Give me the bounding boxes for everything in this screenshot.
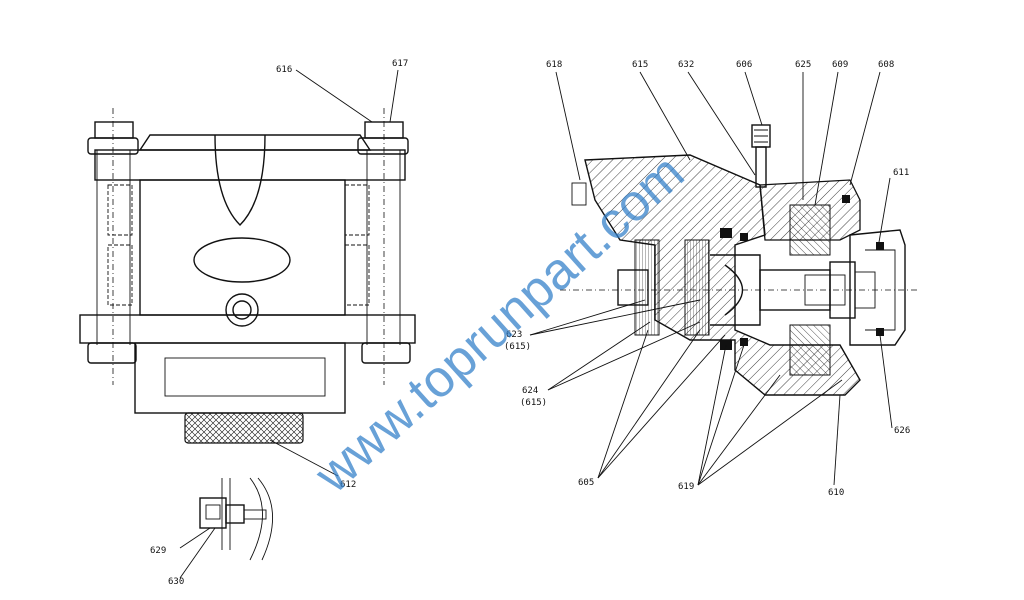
front-view	[79, 108, 416, 444]
label-624-sub: (615)	[520, 398, 547, 408]
label-605: 605	[578, 478, 594, 488]
label-617: 617	[392, 59, 408, 69]
label-630: 630	[168, 577, 184, 587]
label-609: 609	[832, 60, 848, 70]
section-view	[560, 124, 920, 396]
label-615: 615	[632, 60, 648, 70]
leader-lines	[179, 69, 893, 579]
label-606: 606	[736, 60, 752, 70]
label-623-sub: (615)	[504, 342, 531, 352]
label-632: 632	[678, 60, 694, 70]
label-619: 619	[678, 482, 694, 492]
label-618: 618	[546, 60, 562, 70]
label-626: 626	[894, 426, 910, 436]
part-labels: 616 617 612 629 630 618 615 632 606 625 …	[150, 59, 910, 587]
label-610: 610	[828, 488, 844, 498]
fitting-detail	[199, 477, 273, 561]
label-612: 612	[340, 480, 356, 490]
label-625: 625	[795, 60, 811, 70]
label-611: 611	[893, 168, 909, 178]
label-624: 624	[522, 386, 538, 396]
label-623: 623	[506, 330, 522, 340]
label-608: 608	[878, 60, 894, 70]
label-616: 616	[276, 65, 292, 75]
label-629: 629	[150, 546, 166, 556]
